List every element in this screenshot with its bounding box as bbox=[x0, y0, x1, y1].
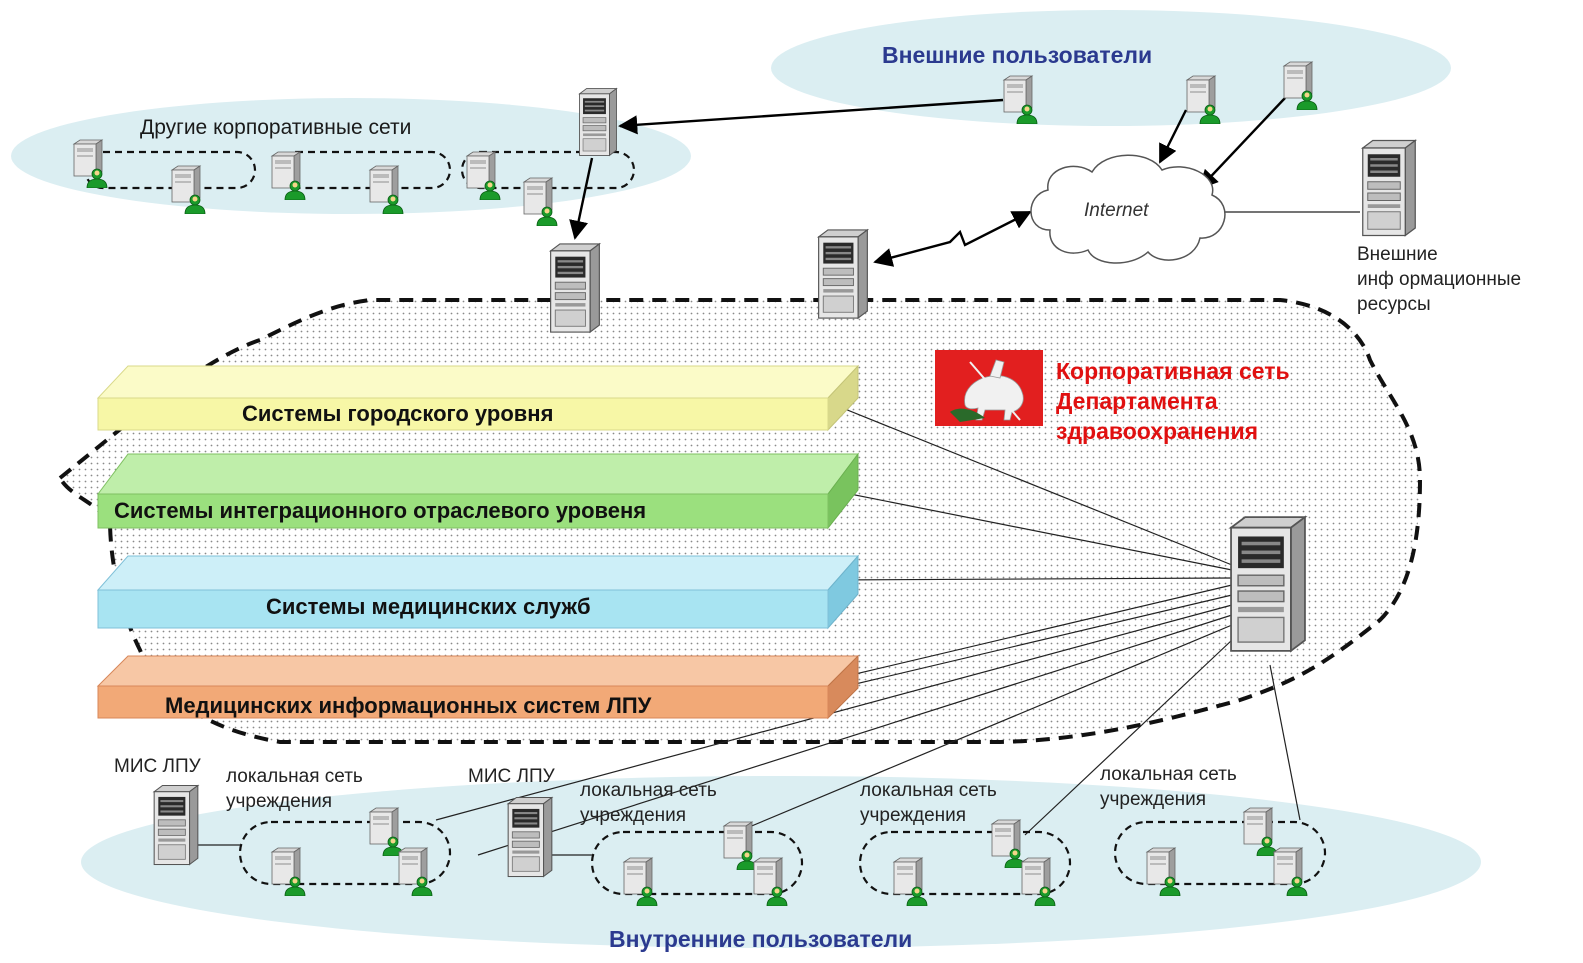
band-city bbox=[96, 364, 860, 432]
band-medical-services bbox=[96, 554, 860, 630]
corporate-network-label: Корпоративная сеть Департамента здравоох… bbox=[1056, 356, 1290, 446]
local-network-line: локальная сеть bbox=[226, 766, 363, 787]
internal-users-label: Внутренние пользователи bbox=[609, 926, 913, 952]
band-city-label: Системы городского уровня bbox=[242, 401, 554, 426]
corporate-network-line: Департамента bbox=[1056, 388, 1218, 414]
band-medical-services-label: Системы медицинских служб bbox=[266, 594, 591, 619]
band-integration-label: Системы интеграционного отраслевого уров… bbox=[114, 498, 647, 523]
central-server[interactable] bbox=[1230, 516, 1306, 652]
gateway-server-1[interactable] bbox=[550, 243, 600, 333]
other-networks-server[interactable] bbox=[579, 88, 617, 156]
mis-links bbox=[196, 844, 592, 856]
workstation[interactable] bbox=[171, 165, 206, 214]
local-network-line: учреждения bbox=[860, 805, 967, 826]
local-network-line: учреждения bbox=[1100, 789, 1207, 810]
band-lpu-label: Медицинских информационных систем ЛПУ bbox=[165, 693, 652, 718]
local-network-label-3: локальная сеть учреждения bbox=[860, 778, 997, 828]
gateway-server-2[interactable] bbox=[818, 229, 868, 319]
external-resources-label: Внешние инф ормационные ресурсы bbox=[1357, 242, 1521, 317]
corporate-network-line: Корпоративная сеть bbox=[1056, 358, 1290, 384]
mis-lpu-label-1: МИС ЛПУ bbox=[114, 756, 201, 777]
internet-cloud bbox=[1030, 154, 1226, 264]
local-network-label-2: локальная сеть учреждения bbox=[580, 778, 717, 828]
local-network-line: локальная сеть bbox=[860, 780, 997, 801]
external-resources-line: инф ормационные bbox=[1357, 269, 1522, 290]
external-resources-line: ресурсы bbox=[1357, 294, 1431, 315]
external-resources-line: Внешние bbox=[1357, 244, 1438, 265]
external-users-label: Внешние пользователи bbox=[882, 42, 1153, 68]
local-network-line: учреждения bbox=[226, 791, 333, 812]
internet-label: Internet bbox=[1084, 200, 1149, 221]
local-network-label-4: локальная сеть учреждения bbox=[1100, 762, 1237, 812]
local-network-line: локальная сеть bbox=[580, 780, 717, 801]
external-resources-server[interactable] bbox=[1362, 139, 1416, 237]
corporate-network-line: здравоохранения bbox=[1056, 418, 1259, 444]
moscow-coat-of-arms bbox=[935, 350, 1043, 426]
local-network-label-1: локальная сеть учреждения bbox=[226, 764, 363, 814]
band-integration bbox=[97, 452, 859, 530]
external-users-ellipse bbox=[771, 10, 1451, 126]
other-networks-label: Другие корпоративные сети bbox=[140, 116, 412, 139]
arrows bbox=[569, 97, 1286, 267]
mis-lpu-label-2: МИС ЛПУ bbox=[468, 766, 555, 787]
local-network-line: локальная сеть bbox=[1100, 764, 1237, 785]
local-network-line: учреждения bbox=[580, 805, 687, 826]
band-lpu bbox=[96, 654, 860, 720]
mis-lpu-server-2[interactable] bbox=[507, 796, 553, 878]
workstation[interactable] bbox=[523, 177, 558, 226]
mis-lpu-server-1[interactable] bbox=[153, 784, 199, 866]
